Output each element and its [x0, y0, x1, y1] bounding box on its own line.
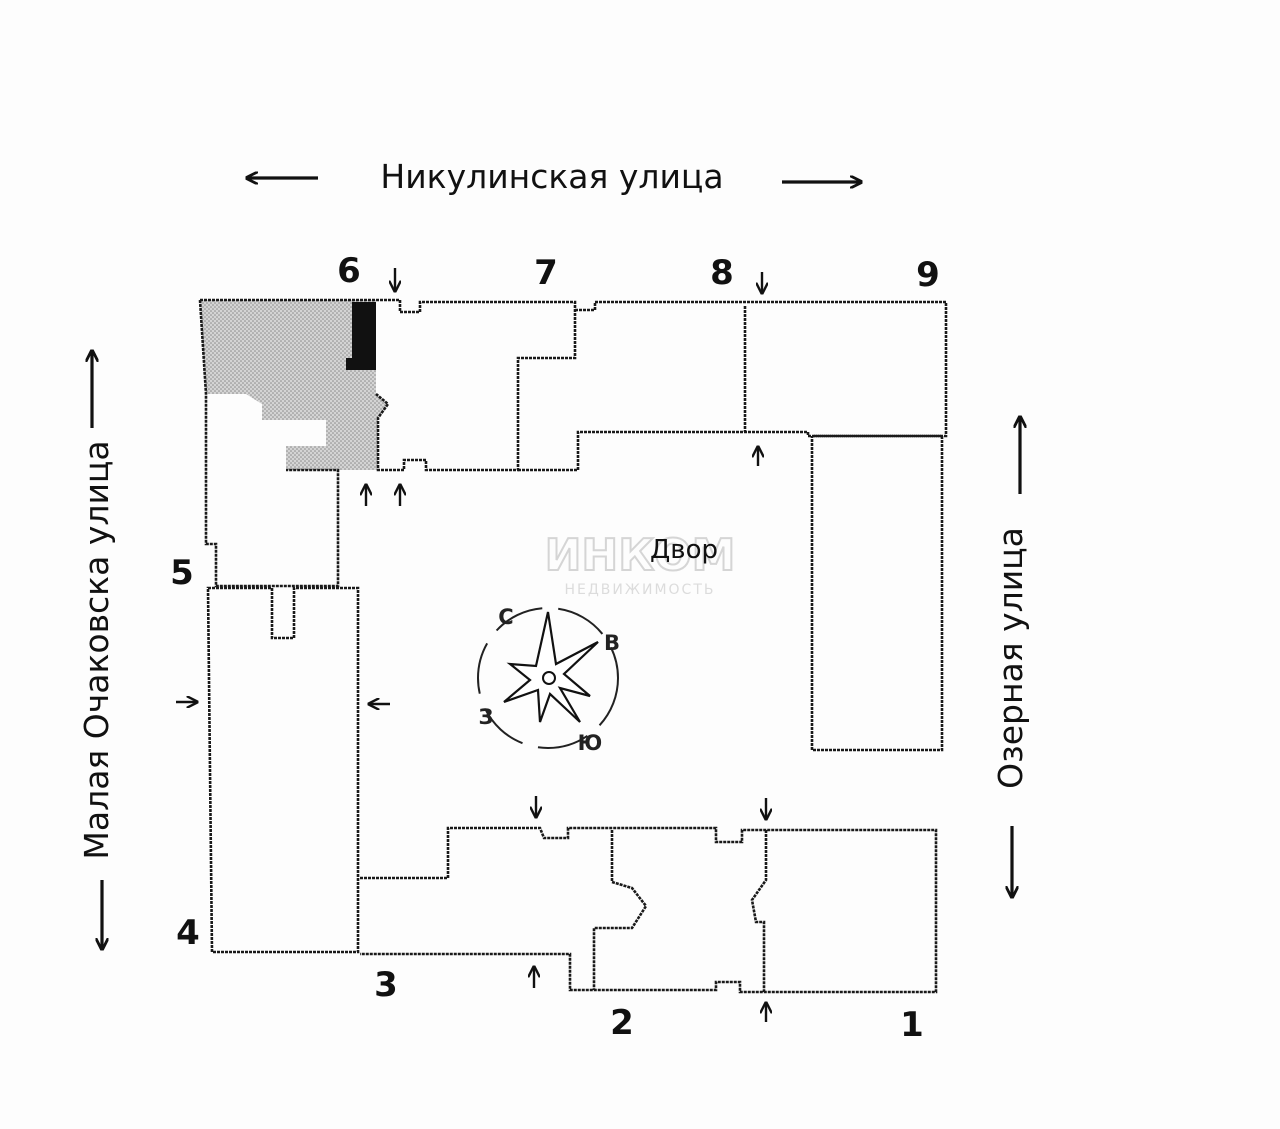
street-direction-arrows: [92, 178, 1020, 948]
highlighted-apartment-dark: [346, 302, 376, 370]
building-block-outlines: [198, 298, 948, 994]
compass-star: [503, 611, 599, 723]
building-number-2: 2: [610, 1003, 634, 1043]
building-block-1-2-3: [360, 826, 938, 994]
street-label-left: Малая Очаковска улица: [77, 440, 116, 859]
building-number-6: 6: [337, 251, 361, 291]
watermark: ИНКОМ НЕДВИЖИМОСТЬ: [544, 529, 737, 598]
building-number-9: 9: [916, 255, 940, 295]
compass-rose-icon: С В Ю З: [477, 605, 620, 755]
building-number-3: 3: [374, 965, 398, 1005]
compass-ring: [477, 607, 619, 749]
building-number-4: 4: [176, 913, 200, 953]
compass-south-label: Ю: [578, 731, 603, 755]
street-label-right: Озерная улица: [991, 527, 1030, 789]
building-number-5: 5: [170, 553, 194, 593]
building-block-8-9: [518, 300, 948, 472]
building-number-8: 8: [710, 253, 734, 293]
highlighted-apartment-area: [200, 300, 388, 470]
street-label-top: Никулинская улица: [380, 157, 723, 196]
entrance-arrows: [176, 268, 766, 1022]
building-block-4: [206, 586, 360, 954]
compass-west-label: З: [479, 705, 494, 729]
compass-center: [542, 671, 556, 685]
compass-east-label: В: [604, 631, 620, 655]
building-number-7: 7: [534, 253, 558, 293]
highlighted-section: [200, 300, 388, 470]
yard-label: Двор: [650, 535, 718, 565]
watermark-sub: НЕДВИЖИМОСТЬ: [565, 582, 716, 598]
building-number-1: 1: [900, 1005, 924, 1045]
building-block-right: [810, 434, 944, 752]
watermark-main: ИНКОМ: [545, 530, 736, 581]
building-numbers: 1 2 3 4 5 6 7 8 9: [170, 251, 940, 1045]
compass-north-label: С: [498, 605, 513, 629]
